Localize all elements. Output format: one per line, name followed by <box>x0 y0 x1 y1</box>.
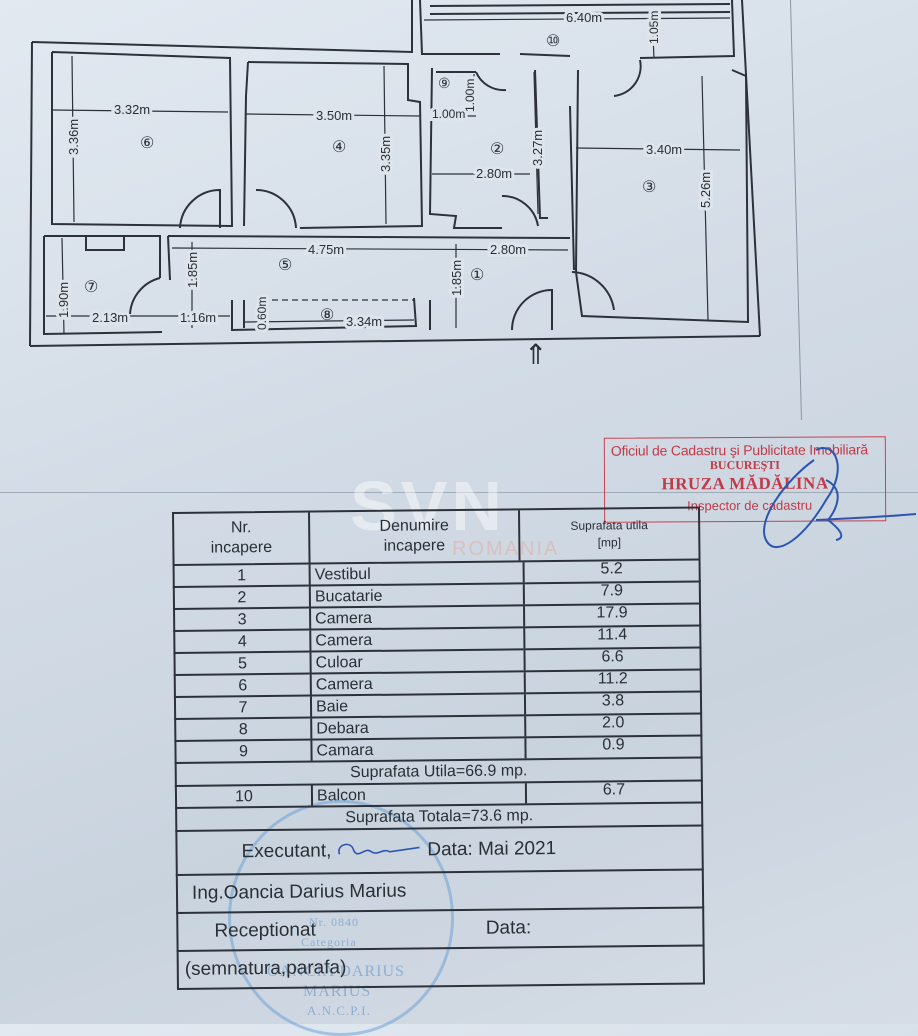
paper-fold-line <box>0 492 918 493</box>
cell-nr: 9 <box>176 740 313 762</box>
watermark-logo: SVN <box>350 467 506 545</box>
received-date: Data: <box>485 917 532 939</box>
signature-row: (semnatura,parafa) <box>176 946 705 990</box>
room-9-label: ⑨ <box>438 75 451 91</box>
cell-nr: 2 <box>174 586 311 608</box>
received-label: Receptionat <box>214 919 316 942</box>
room-1-label: ① <box>470 267 484 284</box>
dim-label: 3.32m <box>114 102 150 117</box>
cell-nr: 10 <box>176 785 314 807</box>
dim-label: 2.13m <box>92 310 128 325</box>
stamp-name: OANCIA DARIUS <box>267 963 405 980</box>
dim-label: 2.80m <box>476 166 512 181</box>
engineer-row: Ing.Oancia Darius Marius <box>175 870 705 914</box>
grand-total-text: Suprafata Totala=73.6 mp. <box>345 807 534 827</box>
cell-nr: 5 <box>175 652 312 674</box>
dim-label: 2.80m <box>490 242 526 257</box>
dim-label: 1.05m <box>647 11 661 44</box>
dim-label: 3.35m <box>378 136 393 172</box>
received-row: Receptionat Data: <box>176 908 705 952</box>
dim-label: 1.85m <box>185 252 200 288</box>
cell-name: Balcon <box>312 783 528 806</box>
dim-label: 3.34m <box>346 314 382 329</box>
cell-name: Debara <box>312 716 527 739</box>
stamp-name-2: MARIUS <box>303 983 372 1000</box>
executant-label: Executant, <box>241 840 332 863</box>
stamp-number: Nr. 0840 <box>309 915 359 929</box>
dim-label: 1.90m <box>56 282 71 318</box>
header-text: incapere <box>383 537 446 555</box>
dim-label: 0.60m <box>255 297 269 330</box>
room-8-label: ⑧ <box>320 307 334 324</box>
room-6-label: ⑥ <box>140 135 154 152</box>
cell-nr: 8 <box>176 718 313 740</box>
cell-area: 7.9 <box>600 582 624 600</box>
dim-label: 3.27m <box>530 130 545 166</box>
cell-area: 6.7 <box>602 781 626 799</box>
cell-name: Vestibul <box>310 562 525 585</box>
cell-area: 2.0 <box>602 714 625 732</box>
cell-name: Camera <box>311 606 526 629</box>
cell-nr: 7 <box>175 696 313 718</box>
cell-nr: 1 <box>174 564 311 586</box>
dim-label: 1.16m <box>180 310 216 325</box>
room-10-label: ⑩ <box>546 33 560 50</box>
cell-area: 6.6 <box>601 648 624 666</box>
cell-area: 11.4 <box>597 626 628 644</box>
dim-label: 5.26m <box>698 172 713 208</box>
dim-label: 6.40m <box>566 10 602 25</box>
room-3-label: ③ <box>642 179 656 196</box>
engineer-name: Ing.Oancia Darius Marius <box>191 880 407 904</box>
room-2-label: ② <box>490 141 504 158</box>
cell-area: 11.2 <box>597 670 628 688</box>
cell-area: 0.9 <box>602 736 625 754</box>
executant-date: Data: Mai 2021 <box>427 837 557 861</box>
dim-label: 4.75m <box>308 242 344 257</box>
header-text: Nr. <box>230 519 252 537</box>
room-area-table: Nr. incapere Denumire incapere Suprafata… <box>172 506 705 990</box>
executant-signature-icon <box>337 843 420 855</box>
cell-name: Camera <box>311 672 526 695</box>
floor-plan: ⑥ ④ ② ③ ⑤ ① ⑦ ⑧ ⑨ ⑩ 3.32m 3.50m 2.80m 3.… <box>29 0 761 370</box>
executant-row: Executant, Data: Mai 2021 <box>175 826 704 876</box>
dim-label: 3.50m <box>316 108 352 123</box>
room-4-label: ④ <box>332 139 346 156</box>
header-room-name: Denumire incapere <box>310 510 521 563</box>
dim-label: 3.40m <box>646 142 682 157</box>
dim-label: 1.00m <box>463 79 477 112</box>
cell-nr: 4 <box>175 630 312 652</box>
header-text: [mp] <box>597 535 622 550</box>
dim-label: 1.00m <box>432 107 465 121</box>
cell-name: Camara <box>312 738 527 761</box>
stamp-category: Categoria <box>301 935 357 949</box>
room-5-label: ⑤ <box>278 257 292 274</box>
cell-area: 5.2 <box>600 560 623 578</box>
cell-area: 3.8 <box>601 692 625 710</box>
signature-note: (semnatura,parafa) <box>184 957 347 980</box>
inspector-signature-icon <box>763 447 916 549</box>
header-text: Denumire <box>379 517 449 535</box>
dim-label: 1.85m <box>449 260 464 296</box>
header-text: Suprafata utila <box>570 518 648 533</box>
header-text: incapere <box>210 538 273 557</box>
table-header: Nr. incapere Denumire incapere Suprafata… <box>172 506 701 566</box>
cell-nr: 3 <box>175 608 312 630</box>
stamp-suffix: A.N.C.P.I. <box>307 1003 371 1018</box>
cell-name: Camera <box>311 628 526 651</box>
cell-area: 17.9 <box>596 604 628 622</box>
dim-label: 3.36m <box>66 119 81 155</box>
header-room-number: Nr. incapere <box>174 512 311 564</box>
cell-name: Baie <box>311 694 527 717</box>
cell-nr: 6 <box>175 674 312 696</box>
cell-name: Culoar <box>311 650 526 673</box>
watermark-subtitle: ROMANIA <box>452 538 560 560</box>
header-area: Suprafata utila [mp] <box>520 508 699 560</box>
cell-name: Bucatarie <box>310 584 525 607</box>
room-7-label: ⑦ <box>84 279 98 296</box>
entrance-arrow-icon: ⇑ <box>524 339 547 370</box>
useful-area-total-text: Suprafata Utila=66.9 mp. <box>349 762 528 782</box>
